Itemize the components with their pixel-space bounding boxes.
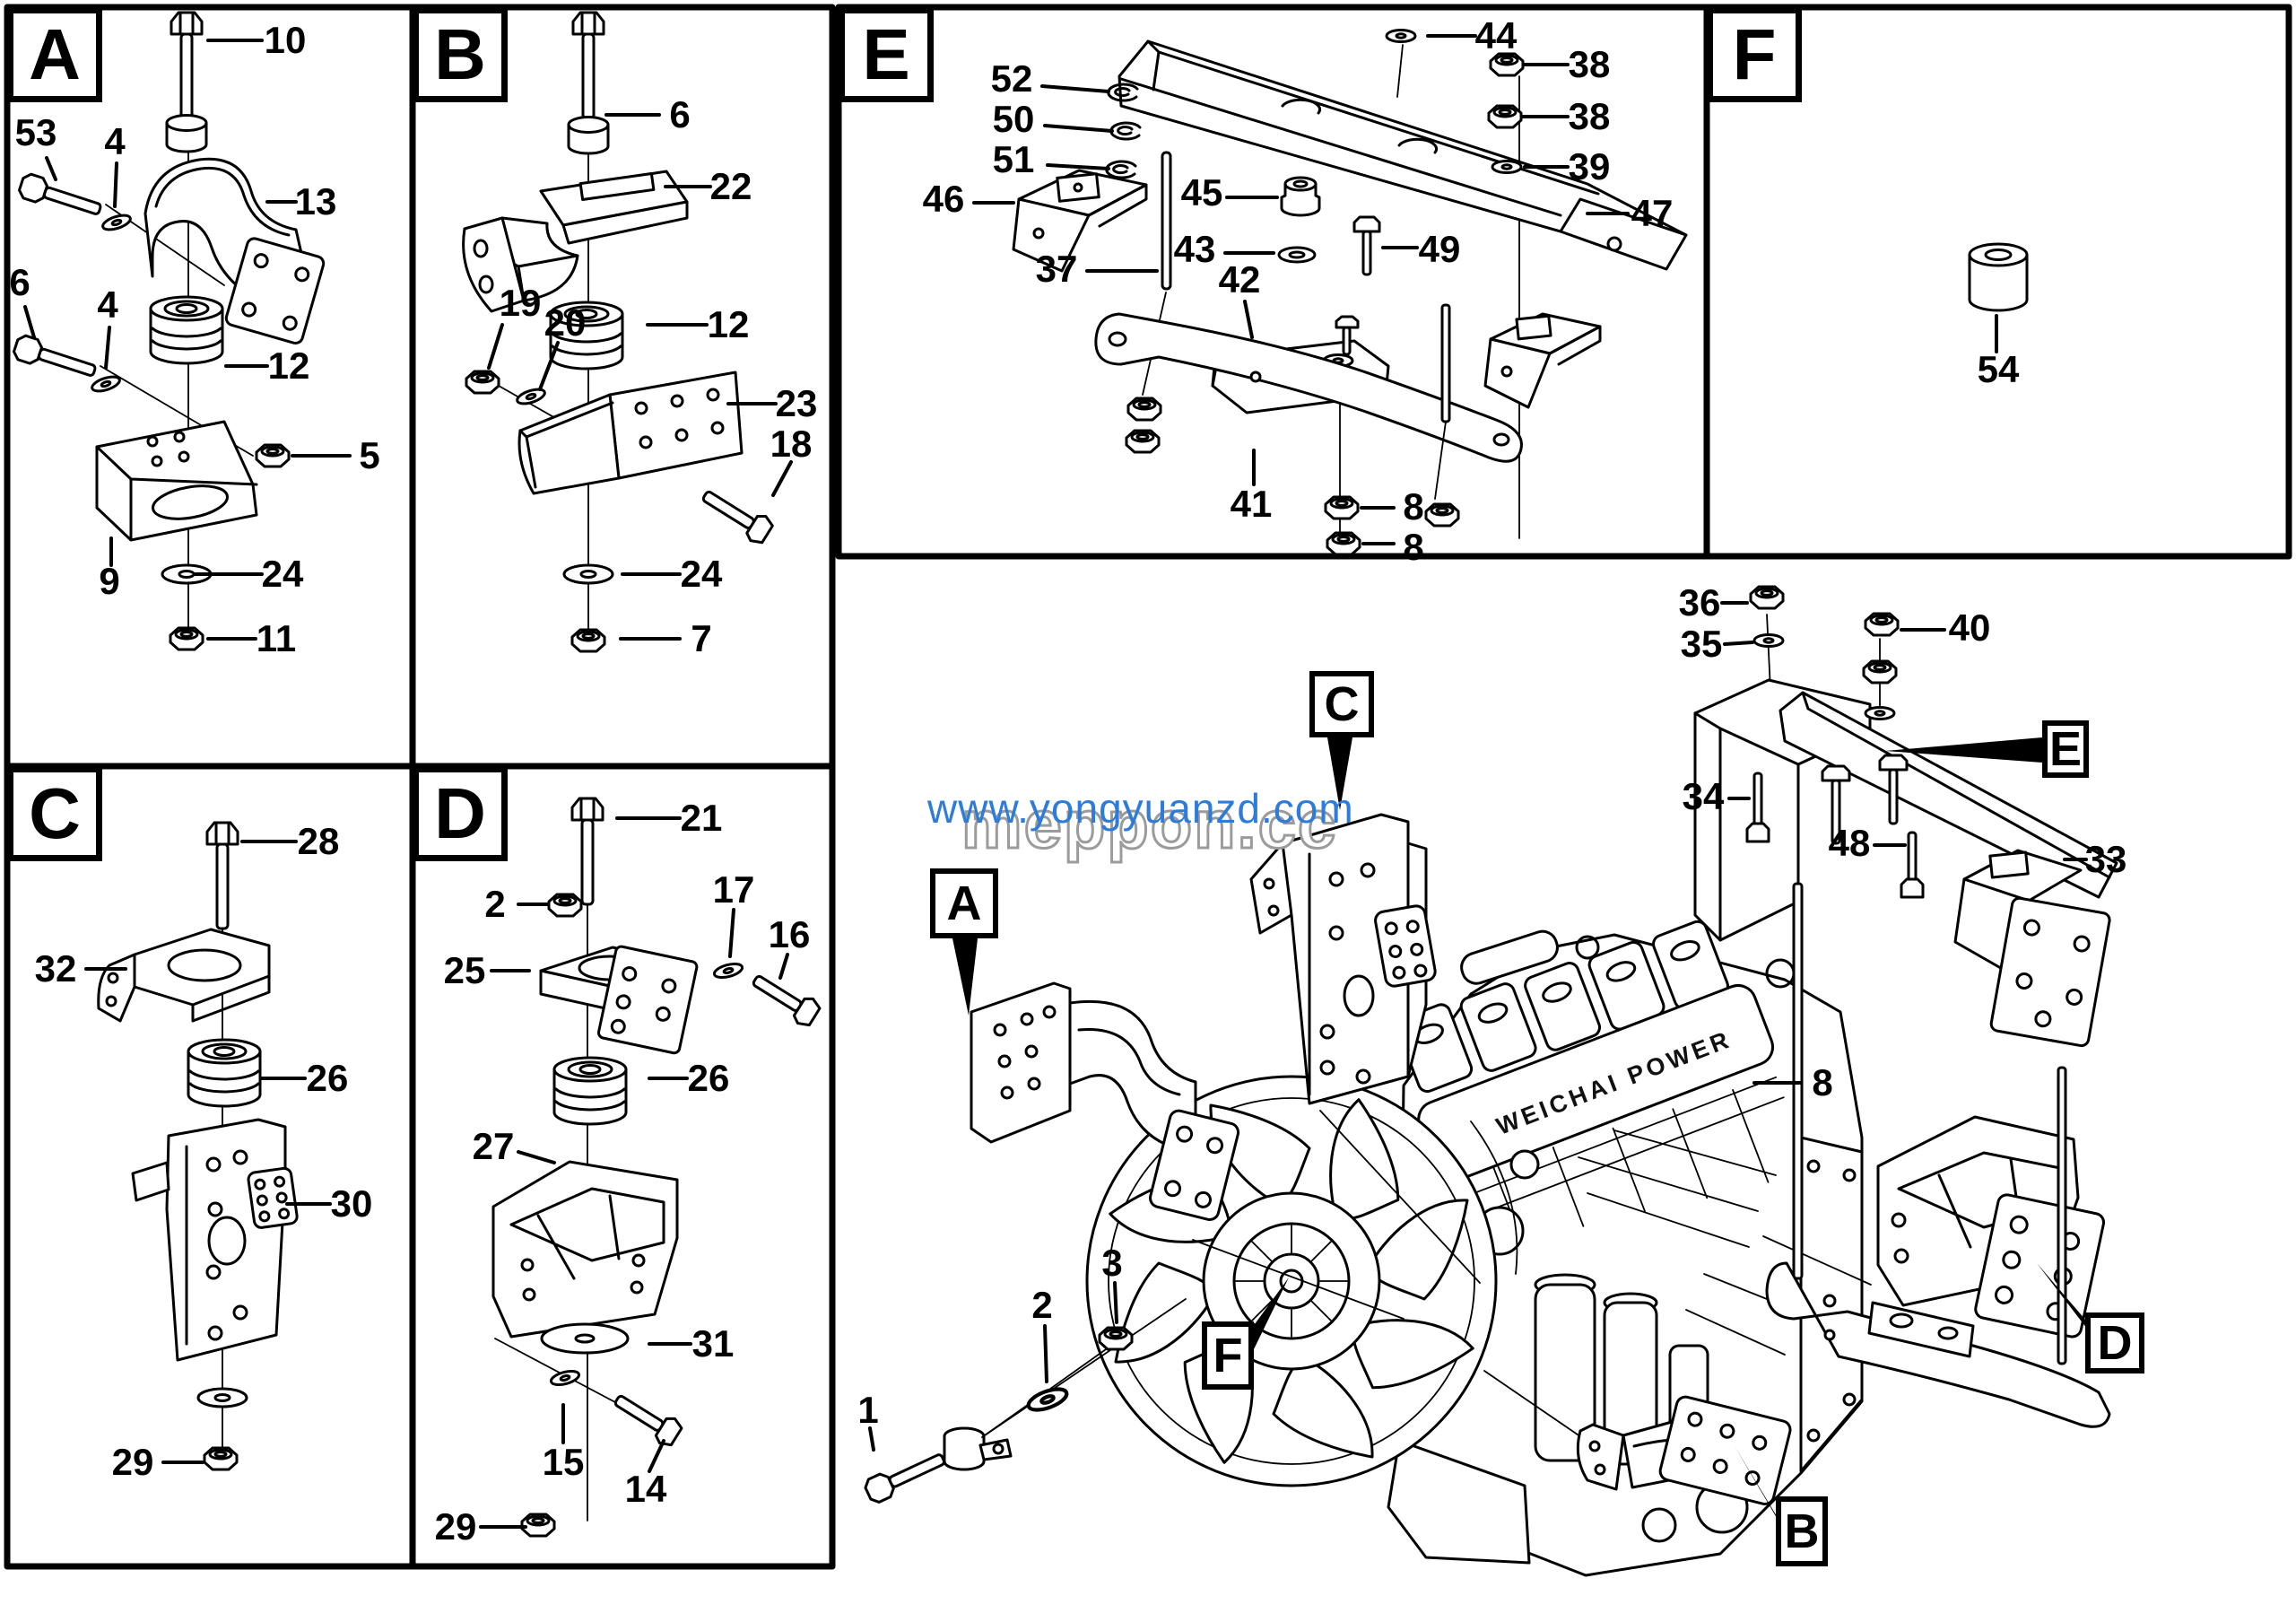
panel-label-a: A <box>7 7 102 102</box>
parts-1-2-3 <box>861 1326 1134 1506</box>
bracket-25 <box>539 945 699 1055</box>
panel-label-f: F <box>1707 7 1802 102</box>
bracket-c-main <box>1249 813 1437 1105</box>
bracket-d-main <box>1876 1115 2106 1339</box>
panel-d-border <box>409 763 836 1570</box>
panel-label-c: C <box>7 766 102 861</box>
assembly-e-main <box>1693 585 2118 1428</box>
bracket-22 <box>462 170 689 313</box>
bracket-32 <box>97 928 271 1023</box>
bracket-23 <box>517 371 744 495</box>
bracket-27 <box>491 1160 679 1339</box>
panel-e-drawing <box>1012 29 1688 556</box>
panel-label-b: B <box>413 7 508 102</box>
bracket-46 <box>1012 169 1148 273</box>
mount-45 <box>1280 176 1321 217</box>
panel-d-drawing <box>491 797 822 1538</box>
panel-f-drawing <box>1968 242 2029 312</box>
panel-label-e: E <box>839 7 934 102</box>
panel-b-drawing <box>462 11 774 653</box>
bushing-54 <box>1968 242 2029 312</box>
bracket-13 <box>144 157 326 344</box>
bracket-30 <box>131 1118 299 1362</box>
bracket-e-right <box>1483 312 1602 409</box>
clamp <box>943 1426 1013 1471</box>
strap-41 <box>1094 312 1523 463</box>
panel-c-drawing <box>97 821 299 1471</box>
bracket-a-main <box>970 981 1240 1221</box>
bracket-33 <box>1953 849 2111 1048</box>
panel-f-border <box>1703 4 2292 560</box>
panel-a-drawing <box>10 11 326 651</box>
beam-47 <box>1118 39 1688 271</box>
bracket-b-main <box>1576 1395 1792 1506</box>
panel-label-d: D <box>413 766 508 861</box>
bracket-9 <box>95 420 258 542</box>
